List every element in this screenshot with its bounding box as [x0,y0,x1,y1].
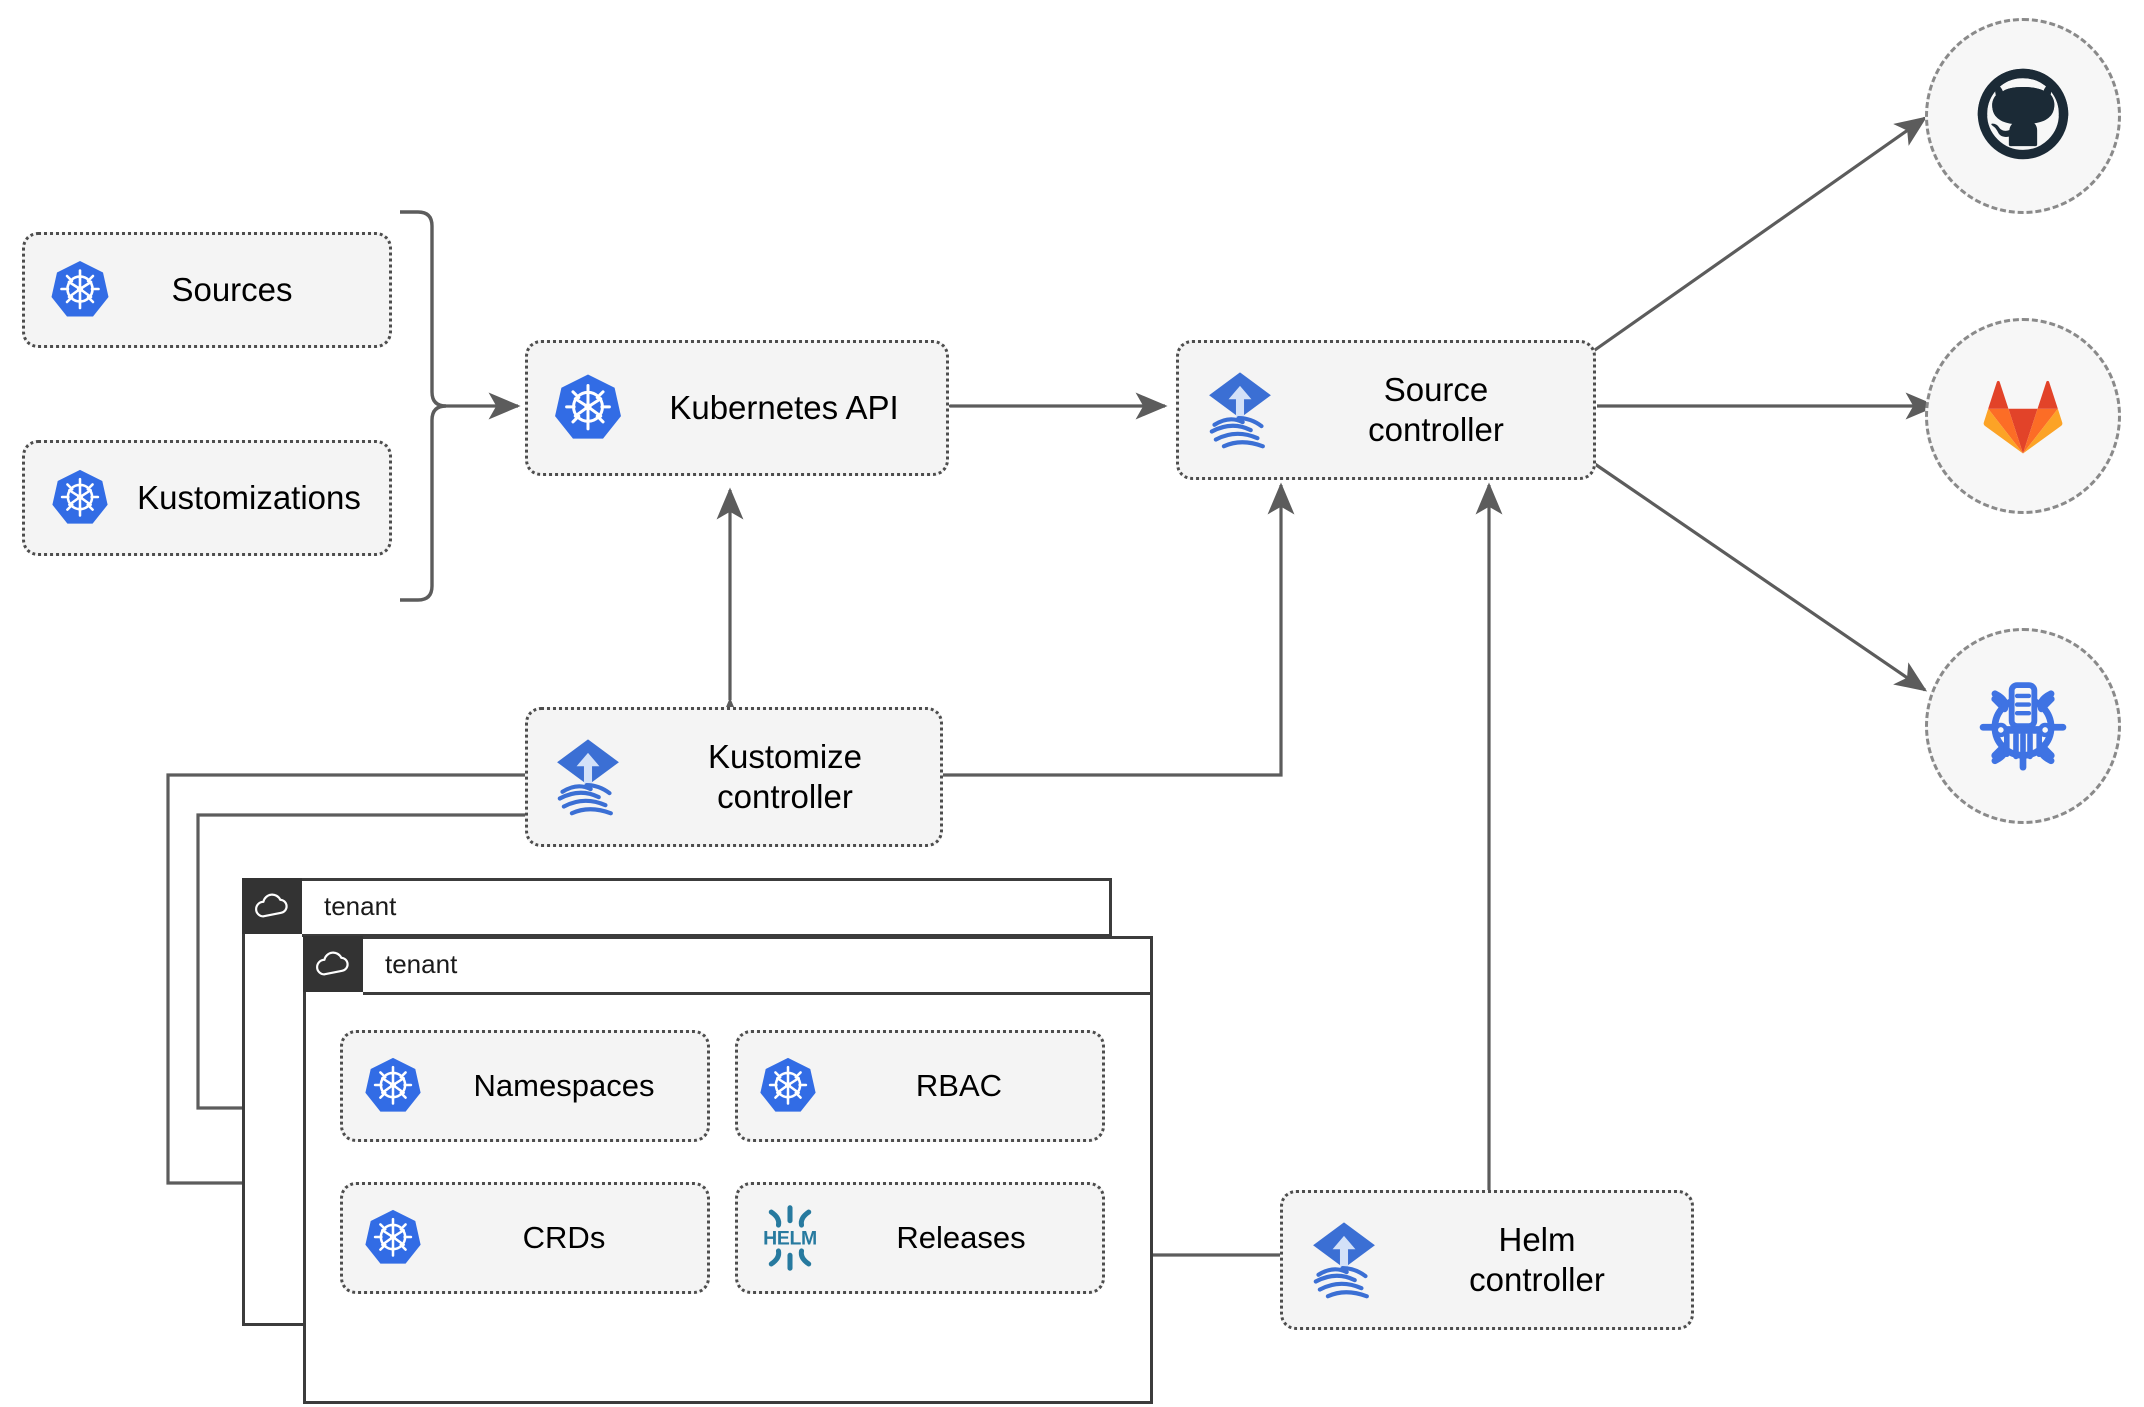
node-kubernetes-api[interactable]: Kubernetes API [525,340,949,476]
tenant-resource-crds[interactable]: CRDs [340,1182,710,1294]
resource-card-sources[interactable]: Sources [22,232,392,348]
node-source-controller[interactable]: Source controller [1176,340,1596,480]
node-helm-controller[interactable]: Helm controller [1280,1190,1694,1330]
provider-github[interactable] [1925,18,2121,214]
tenant-header: tenant [242,878,396,934]
provider-gitlab[interactable] [1925,318,2121,514]
cloud-icon [242,878,302,934]
kubernetes-icon [528,371,648,445]
kubernetes-icon [25,258,135,322]
tenant-resource-label: Namespaces [473,1068,655,1104]
tenant-label: tenant [385,948,458,979]
helm-icon: HELM [738,1202,842,1274]
flux-icon [1283,1217,1405,1303]
tenant-header: tenant [303,936,457,992]
tenant-resource-label: Releases [896,1220,1026,1256]
kubernetes-icon [343,1055,443,1117]
svg-text:HELM: HELM [763,1227,817,1249]
node-kustomize-controller[interactable]: Kustomize controller [525,707,943,847]
kubernetes-icon [738,1055,838,1117]
tenant-label: tenant [324,890,397,921]
node-label-line2: controller [1469,1261,1605,1298]
tenant-resource-releases[interactable]: HELM Releases [735,1182,1105,1294]
node-label: Helm controller [1405,1220,1669,1301]
resource-label: Kustomizations [137,478,361,516]
node-label-line1: Helm [1498,1220,1576,1258]
gitlab-icon [1971,362,2075,471]
github-icon [1971,62,2075,171]
cloud-icon [303,936,363,992]
flux-icon [528,734,648,820]
node-label: Kustomize controller [648,737,922,818]
node-label-line2: controller [1368,411,1504,448]
tenant-resource-label: CRDs [522,1220,606,1256]
tenant-resource-rbac[interactable]: RBAC [735,1030,1105,1142]
tenant-resource-namespaces[interactable]: Namespaces [340,1030,710,1142]
node-label: Kubernetes API [669,388,899,426]
resource-card-kustomizations[interactable]: Kustomizations [22,440,392,556]
node-label-line1: Source [1383,370,1489,408]
node-label-line2: controller [717,778,853,815]
kubernetes-icon [343,1207,443,1269]
node-label: Source controller [1301,370,1571,451]
kubernetes-icon [25,467,135,529]
tenant-resource-label: RBAC [915,1068,1003,1104]
tenant-container-front[interactable]: tenant [303,936,1153,1404]
resource-label: Sources [171,270,293,308]
flux-icon [1179,367,1301,453]
provider-helm-registry[interactable] [1925,628,2121,824]
helm-chart-registry-icon [1969,670,2077,783]
node-label-line1: Kustomize [707,737,863,775]
